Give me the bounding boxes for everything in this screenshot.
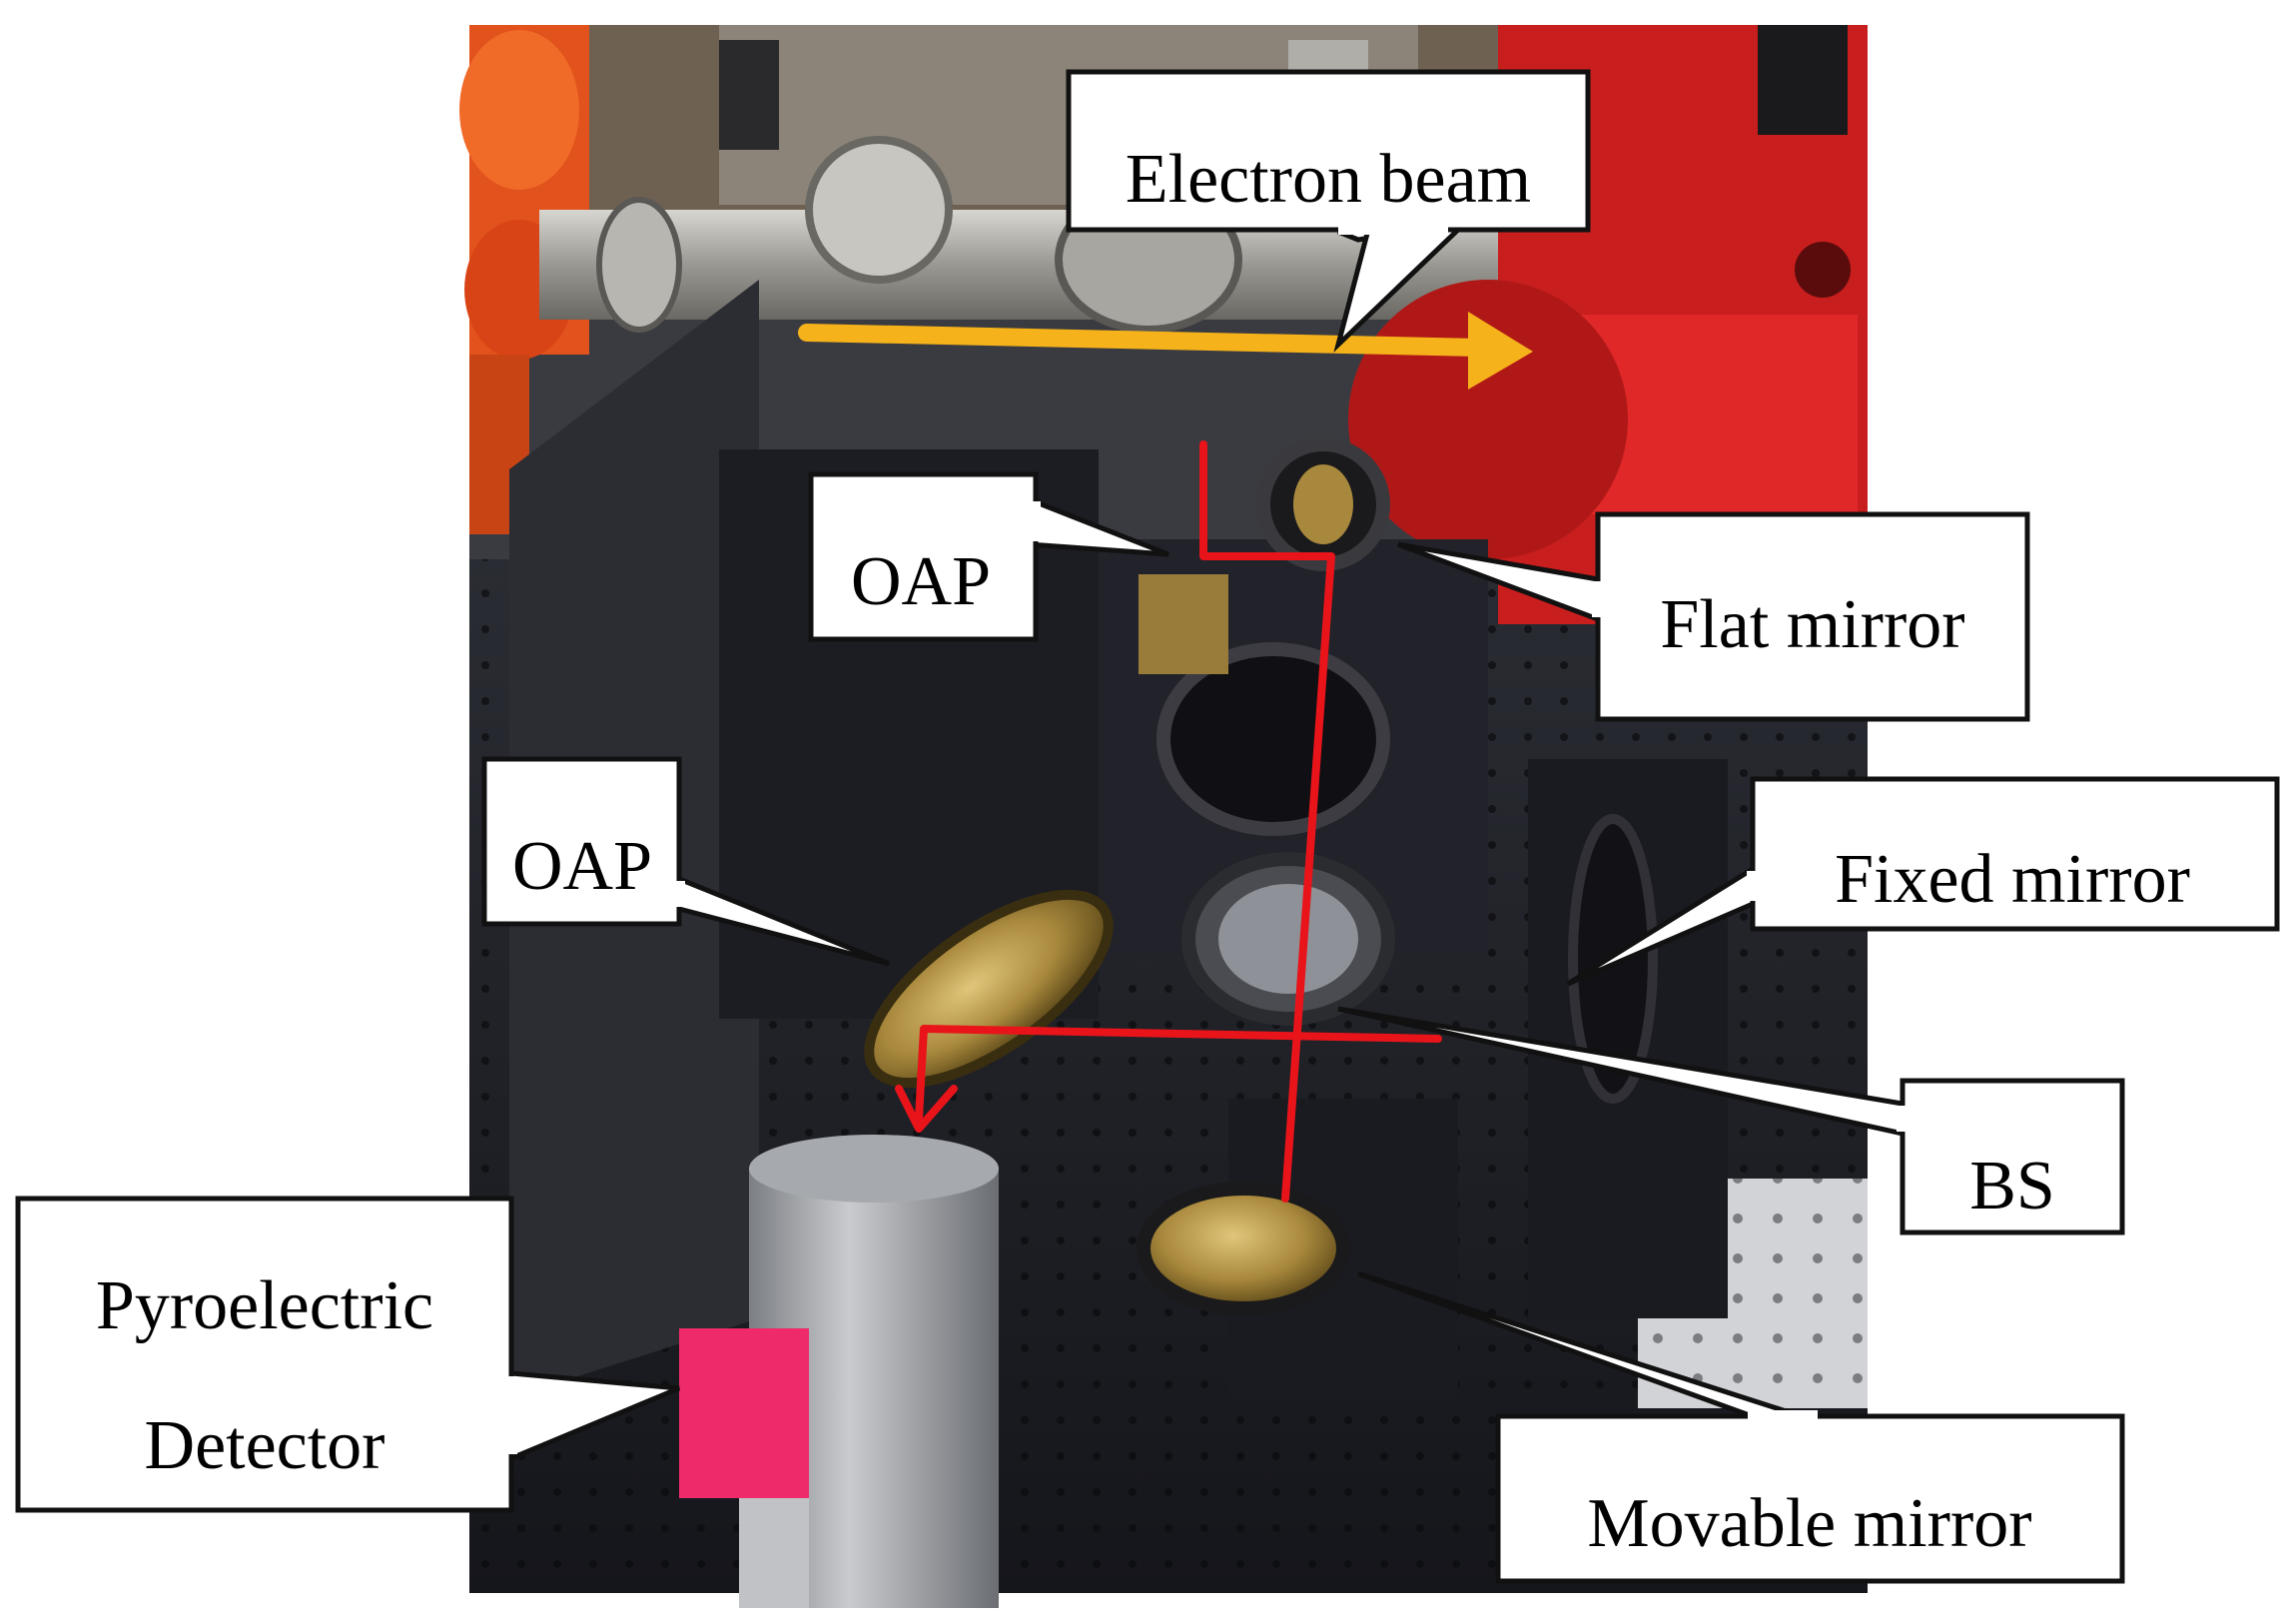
callout-pyroelectric-detector: Pyroelectric Detector: [15, 1196, 680, 1513]
label-detector: Detector: [145, 1407, 385, 1484]
label-fixed-mirror: Fixed mirror: [1835, 841, 2190, 918]
label-oap-left: OAP: [512, 828, 652, 905]
orange-magnets: [459, 25, 589, 534]
callout-flat-mirror: Flat mirror: [1397, 511, 2030, 722]
label-pyroelectric: Pyroelectric: [96, 1267, 433, 1344]
callout-electron-beam: Electron beam: [1066, 69, 1591, 353]
label-oap-top: OAP: [851, 543, 991, 620]
callout-movable-mirror: Movable mirror: [1357, 1270, 2125, 1584]
label-electron-beam: Electron beam: [1126, 141, 1531, 218]
callout-bs: BS: [1337, 1006, 2125, 1235]
label-bs: BS: [1969, 1148, 2055, 1224]
label-flat-mirror: Flat mirror: [1660, 586, 1964, 663]
thz-beam-path: [895, 440, 1442, 1203]
callout-fixed-mirror: Fixed mirror: [1566, 776, 2280, 987]
callout-oap-top: OAP: [808, 471, 1169, 642]
label-movable-mirror: Movable mirror: [1587, 1485, 2031, 1562]
mirror-optics: [864, 437, 1658, 1315]
callout-oap-left: OAP: [481, 756, 890, 967]
electron-beam-arrow: [798, 312, 1533, 390]
pyroelectric-detector-body: [679, 1135, 999, 1608]
